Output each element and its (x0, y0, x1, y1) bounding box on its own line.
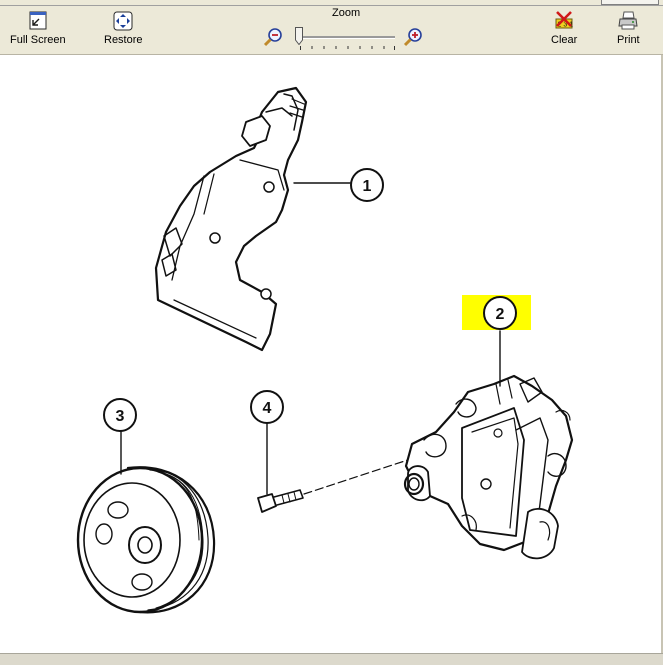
callout-4-label: 4 (263, 400, 272, 417)
zoom-label: Zoom (332, 7, 361, 19)
pump-part (403, 374, 574, 560)
clear-label: Clear (551, 34, 578, 46)
callout-1[interactable]: 1 (350, 168, 384, 202)
full-screen-icon (29, 11, 47, 30)
status-strip (0, 653, 663, 665)
clear-icon: 2 3 1 (555, 11, 574, 29)
zoom-in-icon[interactable] (402, 26, 424, 48)
callout-1-label: 1 (363, 178, 372, 195)
print-label: Print (617, 34, 640, 46)
viewer-toolbar: Full Screen Restore Zoom (0, 6, 663, 55)
pulley-part (76, 466, 216, 614)
zoom-slider-ticks (300, 46, 395, 50)
zoom-control: Zoom (262, 6, 427, 52)
zoom-slider-thumb[interactable] (295, 27, 303, 45)
zoom-slider-track[interactable] (300, 36, 395, 39)
bolt-part (257, 455, 421, 513)
callout-2[interactable]: 2 (483, 296, 517, 330)
callout-3[interactable]: 3 (103, 398, 137, 432)
clear-button[interactable]: 2 3 1 Clear (551, 10, 577, 46)
diagram-canvas[interactable]: 1 2 3 4 (0, 55, 663, 653)
restore-label: Restore (104, 34, 143, 46)
zoom-out-icon[interactable] (262, 26, 284, 48)
bracket-part (154, 86, 308, 352)
window-top-edge (0, 0, 663, 6)
full-screen-button[interactable]: Full Screen (10, 10, 66, 46)
restore-icon (113, 11, 133, 31)
print-button[interactable]: Print (617, 10, 640, 46)
callout-2-label: 2 (496, 306, 505, 323)
restore-button[interactable]: Restore (104, 10, 143, 46)
callout-4[interactable]: 4 (250, 390, 284, 424)
full-screen-label: Full Screen (10, 34, 66, 46)
svg-text:2 3 1: 2 3 1 (558, 22, 574, 29)
printer-icon (618, 11, 638, 30)
window-tab (601, 0, 659, 5)
parts-diagram: 1 2 3 4 (76, 86, 574, 614)
callout-3-label: 3 (116, 408, 125, 425)
